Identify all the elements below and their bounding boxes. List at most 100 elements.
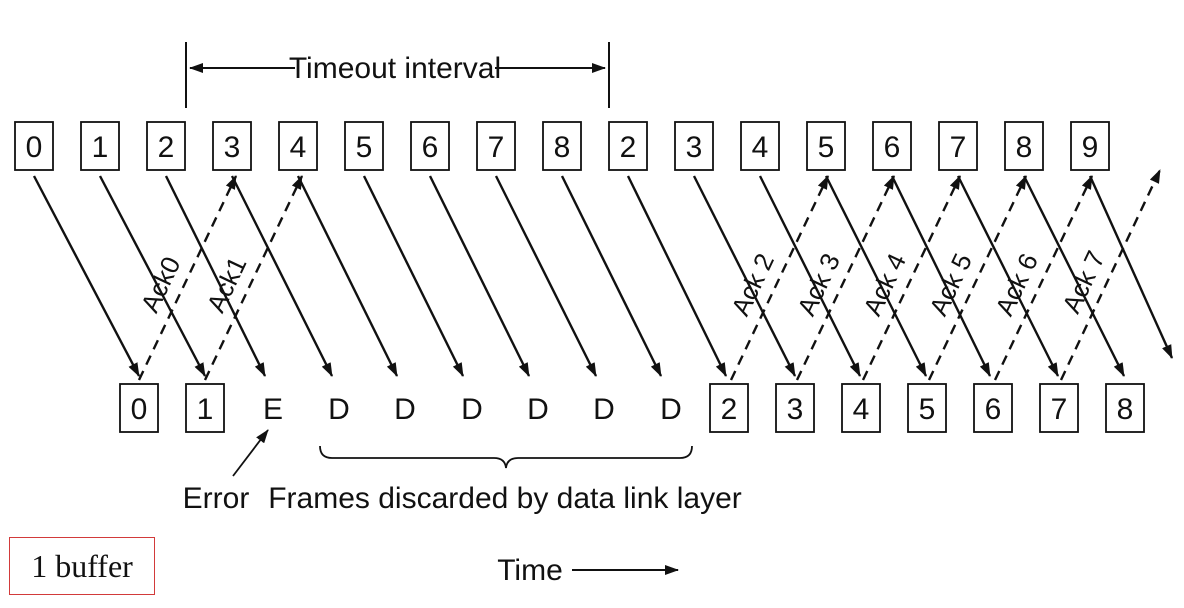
received-marker: D (328, 393, 350, 426)
received-frame-label: D (660, 393, 682, 426)
frame-transmission-arrow (230, 175, 334, 377)
received-frame-label: D (328, 393, 350, 426)
received-frame-label: 0 (131, 393, 148, 426)
sent-frame-label: 3 (224, 131, 241, 164)
frame-transmission-arrow (890, 175, 992, 377)
received-frame-box (119, 383, 159, 433)
received-frame-box (1039, 383, 1079, 433)
received-frame: 6 (973, 383, 1013, 433)
sent-frame: 7 (938, 121, 978, 171)
received-frame: 1 (185, 383, 225, 433)
sent-frame-box (872, 121, 912, 171)
sent-frame-label: 8 (1016, 131, 1033, 164)
received-frame-box (841, 383, 881, 433)
sent-frame-label: 6 (884, 131, 901, 164)
sent-frame: 4 (740, 121, 780, 171)
sent-frame-label: 7 (488, 131, 505, 164)
frame-transmission-arrow (164, 175, 267, 377)
ack-arrow (1059, 169, 1162, 381)
sent-frame: 5 (806, 121, 846, 171)
received-marker: E (263, 393, 283, 426)
sent-frame-box (344, 121, 384, 171)
sent-frame-label: 0 (26, 131, 43, 164)
sent-frame: 6 (410, 121, 450, 171)
received-frame: 8 (1105, 383, 1145, 433)
ack-label: Ack 4 (857, 249, 912, 321)
sent-frame: 0 (14, 121, 54, 171)
received-frame: 4 (841, 383, 881, 433)
received-frame: 0 (119, 383, 159, 433)
sent-frame-box (542, 121, 582, 171)
frame-transmission-arrow (626, 175, 728, 377)
sent-frame-box (14, 121, 54, 171)
discard-brace-path (319, 445, 693, 469)
received-frame-label: D (593, 393, 615, 426)
sent-frame: 2 (608, 121, 648, 171)
buffer-note: 1 buffer (9, 537, 155, 595)
ack-arrow (795, 175, 896, 381)
received-marker: D (394, 393, 416, 426)
sent-frame: 3 (674, 121, 714, 171)
sent-frame-box (212, 121, 252, 171)
received-marker: D (660, 393, 682, 426)
sent-frame-label: 5 (818, 131, 835, 164)
received-marker: D (593, 393, 615, 426)
frame-transmission-arrow (956, 175, 1060, 377)
received-frame-box (973, 383, 1013, 433)
sent-frame: 1 (80, 121, 120, 171)
frame-transmission-arrow (296, 175, 399, 377)
ack-arrow (993, 175, 1094, 381)
ack-arrow (203, 175, 304, 381)
sent-frame: 2 (146, 121, 186, 171)
sent-frame-box (80, 121, 120, 171)
frame-transmission-arrow (98, 175, 207, 377)
received-frame-box (185, 383, 225, 433)
sent-frame-box (146, 121, 186, 171)
ack-arrow (729, 175, 830, 381)
sent-frame-label: 3 (686, 131, 703, 164)
received-frame: 3 (775, 383, 815, 433)
frame-transmission-arrow (428, 175, 531, 377)
transmission-lines (32, 169, 1174, 381)
ack-arrow (861, 175, 962, 381)
received-frame-box (775, 383, 815, 433)
discard-label: Frames discarded by data link layer (268, 482, 742, 515)
received-frame-box (907, 383, 947, 433)
received-frame-label: D (461, 393, 483, 426)
frame-transmission-arrow (362, 175, 465, 377)
frame-transmission-arrow (758, 175, 862, 377)
time-label: Time (497, 554, 563, 587)
sent-frame: 4 (278, 121, 318, 171)
received-frame: 2 (709, 383, 749, 433)
sent-frame-label: 2 (158, 131, 175, 164)
ack-label: Ack0 (135, 252, 187, 317)
frame-transmission-arrow (494, 175, 598, 377)
received-marker: D (527, 393, 549, 426)
received-marker: D (461, 393, 483, 426)
sent-frame-box (806, 121, 846, 171)
sent-frame: 8 (1004, 121, 1044, 171)
received-frame: 7 (1039, 383, 1079, 433)
received-frame-label: 7 (1051, 393, 1068, 426)
sent-frame: 9 (1070, 121, 1110, 171)
sent-frame-box (608, 121, 648, 171)
received-frame-box (709, 383, 749, 433)
frame-transmission-arrow (824, 175, 928, 377)
sent-frame-box (278, 121, 318, 171)
discard-brace: Frames discarded by data link layer (268, 445, 742, 515)
ack-arrow (927, 175, 1028, 381)
sent-frame: 5 (344, 121, 384, 171)
sent-frame-box (410, 121, 450, 171)
sent-frame: 8 (542, 121, 582, 171)
ack-label: Ack 2 (725, 249, 780, 321)
error-annotation: Error (183, 429, 269, 515)
sent-frame-label: 4 (752, 131, 769, 164)
received-frame: 5 (907, 383, 947, 433)
time-axis: Time (497, 554, 679, 587)
timeout-label: Timeout interval (289, 52, 501, 85)
timeout-interval: Timeout interval (185, 42, 610, 108)
